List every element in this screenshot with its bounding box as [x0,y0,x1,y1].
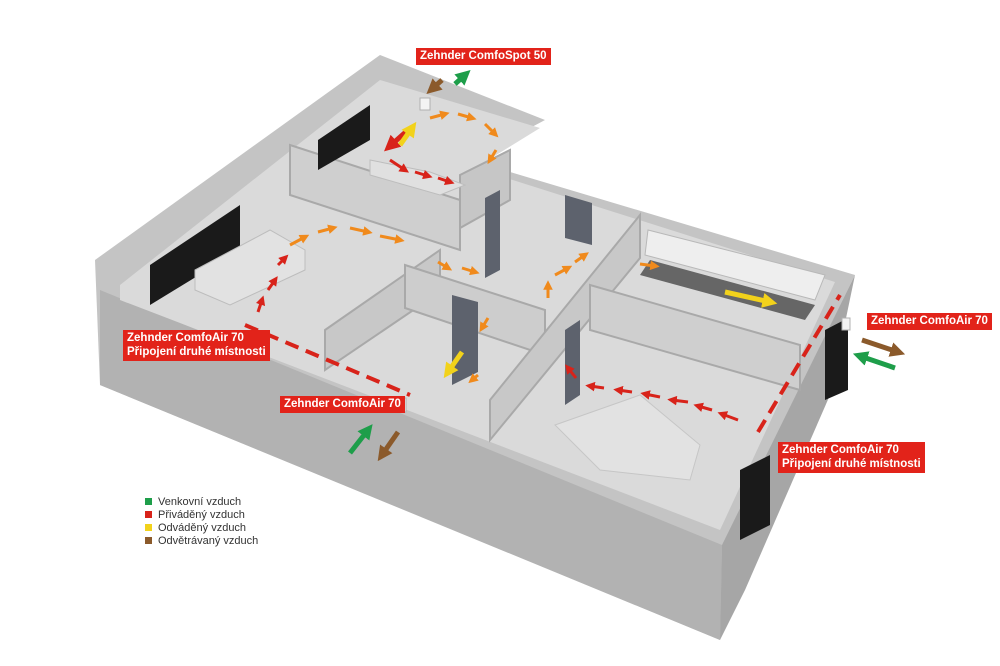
legend-swatch [145,537,152,544]
outdoor-air-arrow-top [453,69,471,86]
label-comfoair-front: Zehnder ComfoAir 70 [280,396,405,413]
window-top-room [318,105,370,170]
legend-item-supply-air: Přiváděný vzduch [145,508,258,521]
legend: Venkovní vzduch Přiváděný vzduch Odváděn… [145,495,258,547]
legend-label: Venkovní vzduch [158,495,242,508]
legend-label: Odváděný vzduch [158,521,247,534]
outdoor-exhaust-arrows [348,69,906,462]
exhaust-air-arrow-front [377,430,401,462]
window-right-room [825,318,848,400]
label-comfoair-right: Zehnder ComfoAir 70 [867,313,992,330]
label-comfoair-left: Zehnder ComfoAir 70 Připojení druhé míst… [123,330,270,361]
airflow-arrows-red [255,128,739,422]
legend-item-outdoor-air: Venkovní vzduch [145,495,258,508]
legend-item-exhaust-air: Odvětrávaný vzduch [145,534,258,547]
legend-swatch [145,498,152,505]
label-comfospot-50: Zehnder ComfoSpot 50 [416,48,551,65]
duct-right [756,293,842,434]
exhaust-air-arrow-right [861,337,906,357]
legend-swatch [145,524,152,531]
windows [150,105,848,540]
outdoor-air-arrow-right [852,351,896,371]
window-living-room [150,205,240,305]
legend-item-extract-air: Odváděný vzduch [145,521,258,534]
comfospot-unit [419,97,431,111]
comfoair-unit-right [841,317,851,331]
exhaust-air-arrow-top [426,78,444,95]
label-comfoair-right-second-room: Zehnder ComfoAir 70 Připojení druhé míst… [778,442,925,473]
doors [452,190,592,405]
legend-label: Odvětrávaný vzduch [158,534,259,547]
airflow-arrows-yellow [397,121,778,379]
window-bottom-right [740,455,770,540]
duct-connections [244,293,842,434]
outdoor-air-arrow-front [348,424,373,455]
furniture [194,159,701,481]
legend-swatch [145,511,152,518]
airflow-arrows-orange [289,110,660,384]
legend-label: Přiváděný vzduch [158,508,245,521]
duct-left [244,323,411,397]
